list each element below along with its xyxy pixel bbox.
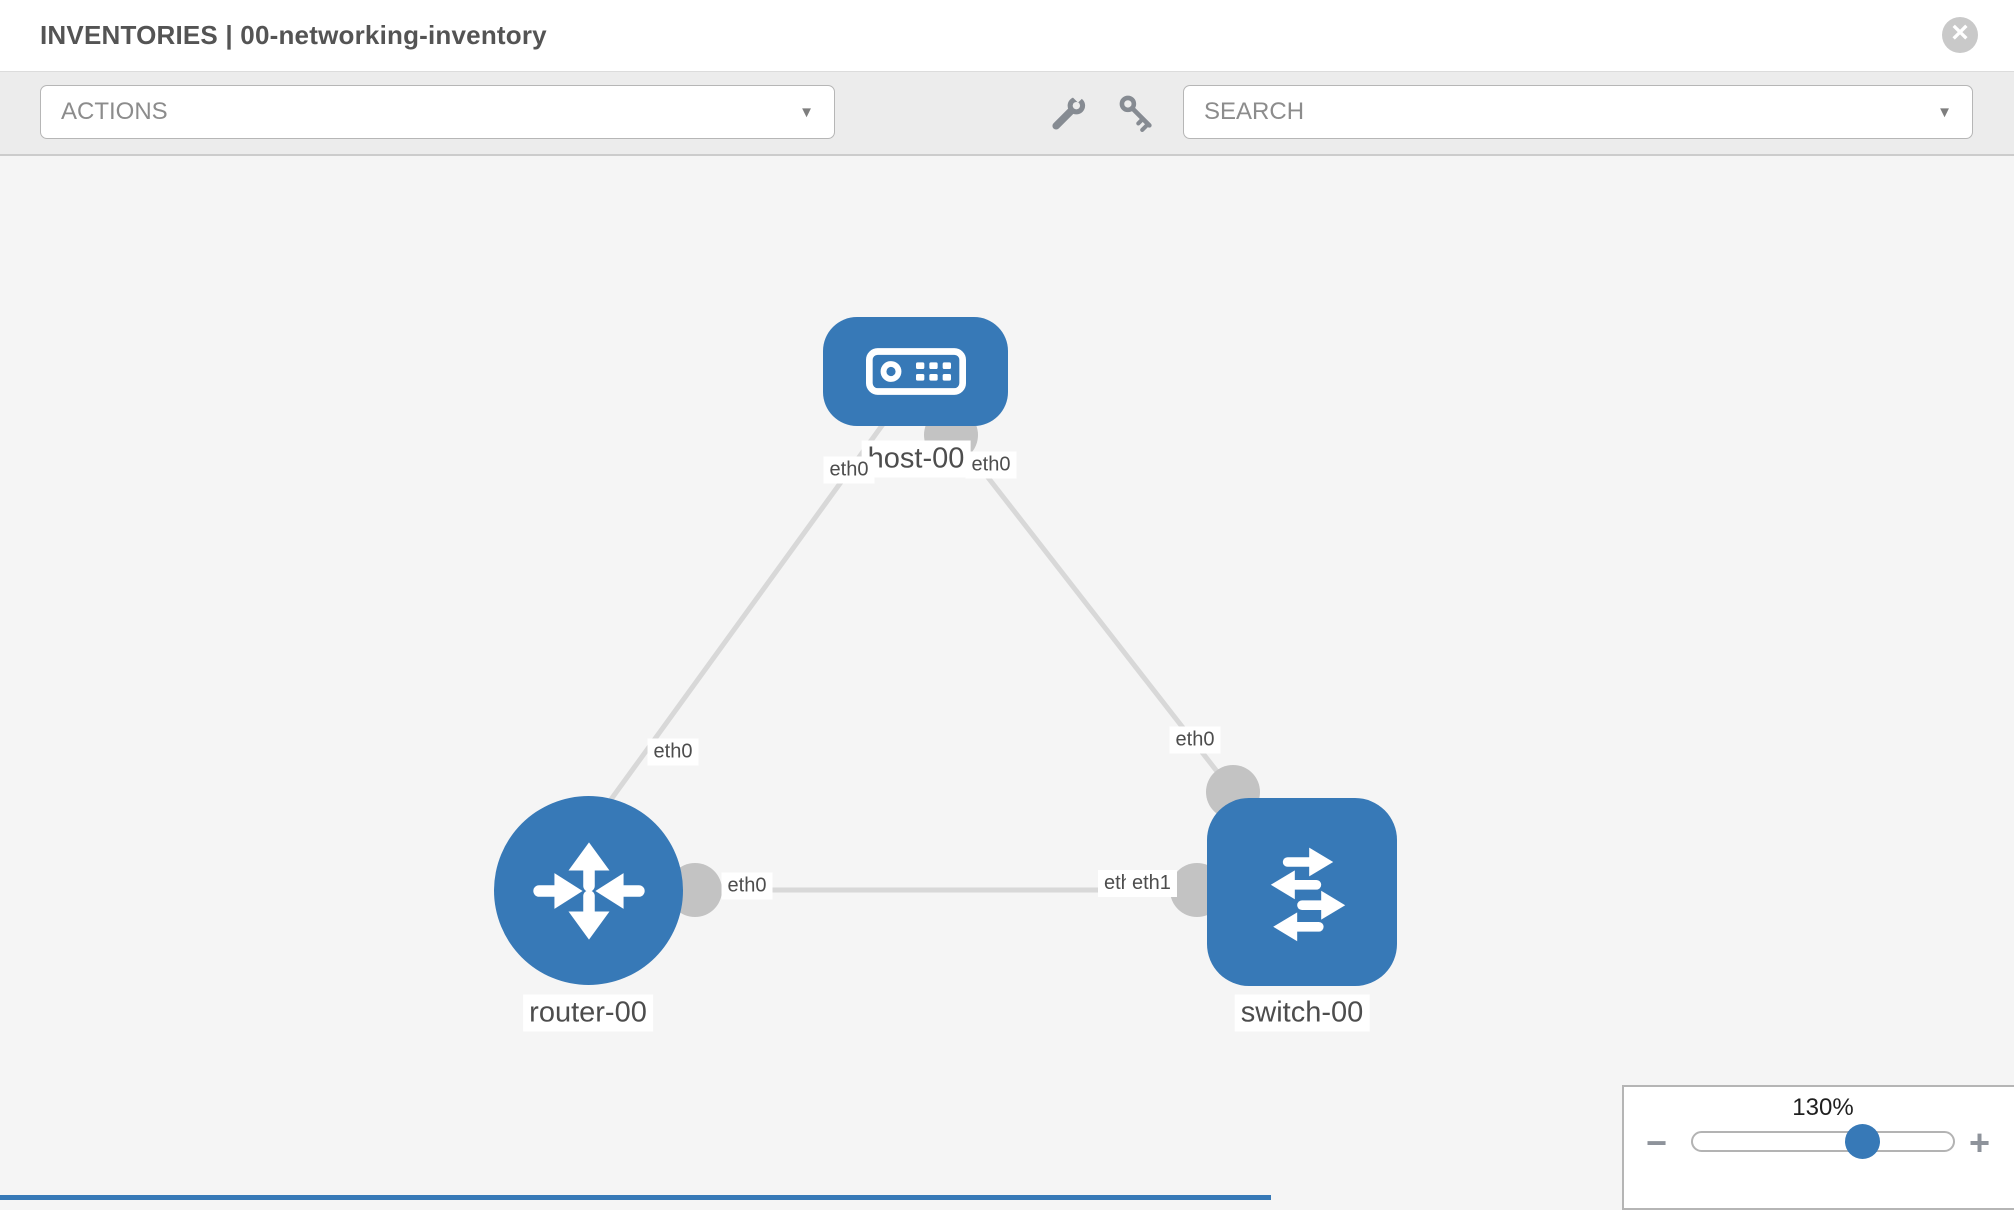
if-label-switch-eth1-front: eth1	[1126, 870, 1177, 897]
key-icon[interactable]	[1114, 90, 1160, 136]
chevron-down-icon: ▼	[1937, 103, 1952, 121]
zoom-percent-label: 130%	[1792, 1094, 1854, 1121]
close-icon: ×	[1951, 16, 1969, 49]
header-bar: INVENTORIES | 00-networking-inventory ×	[0, 0, 2014, 72]
close-button[interactable]: ×	[1942, 17, 1978, 53]
wrench-icon[interactable]	[1046, 90, 1092, 136]
host-label: host-00	[861, 440, 971, 478]
zoom-out-button[interactable]: −	[1646, 1122, 1668, 1163]
if-label-host-eth0-left: eth0	[823, 456, 875, 484]
search-dropdown[interactable]: SEARCH ▼	[1183, 85, 1973, 139]
server-icon	[865, 348, 966, 395]
node-router-00[interactable]	[494, 796, 683, 985]
actions-dropdown[interactable]: ACTIONS ▼	[40, 85, 835, 139]
search-dropdown-label: SEARCH	[1204, 98, 1305, 125]
if-label-host-switch: eth0	[1169, 726, 1221, 754]
if-label-host-router: eth0	[647, 738, 699, 766]
router-label: router-00	[523, 994, 653, 1032]
actions-dropdown-label: ACTIONS	[61, 98, 168, 125]
if-label-router-eth0: eth0	[721, 872, 773, 900]
toolbar: ACTIONS ▼ SEARCH ▼	[0, 72, 2014, 156]
zoom-slider-knob[interactable]	[1845, 1124, 1880, 1159]
chevron-down-icon: ▼	[799, 103, 814, 121]
if-label-switch-overlap: eth1 eth1	[1098, 870, 1177, 897]
if-label-host-eth0-right: eth0	[965, 451, 1017, 479]
zoom-slider-track[interactable]	[1691, 1131, 1955, 1152]
link-host-router[interactable]	[596, 418, 889, 818]
page-title: INVENTORIES | 00-networking-inventory	[40, 20, 547, 50]
switch-icon	[1270, 847, 1346, 942]
zoom-in-button[interactable]: +	[1969, 1122, 1991, 1163]
switch-label: switch-00	[1234, 994, 1370, 1032]
bottom-accent-bar	[0, 1195, 1271, 1200]
node-switch-00[interactable]	[1207, 798, 1397, 986]
node-host-00[interactable]	[823, 317, 1008, 426]
router-icon	[532, 841, 645, 940]
